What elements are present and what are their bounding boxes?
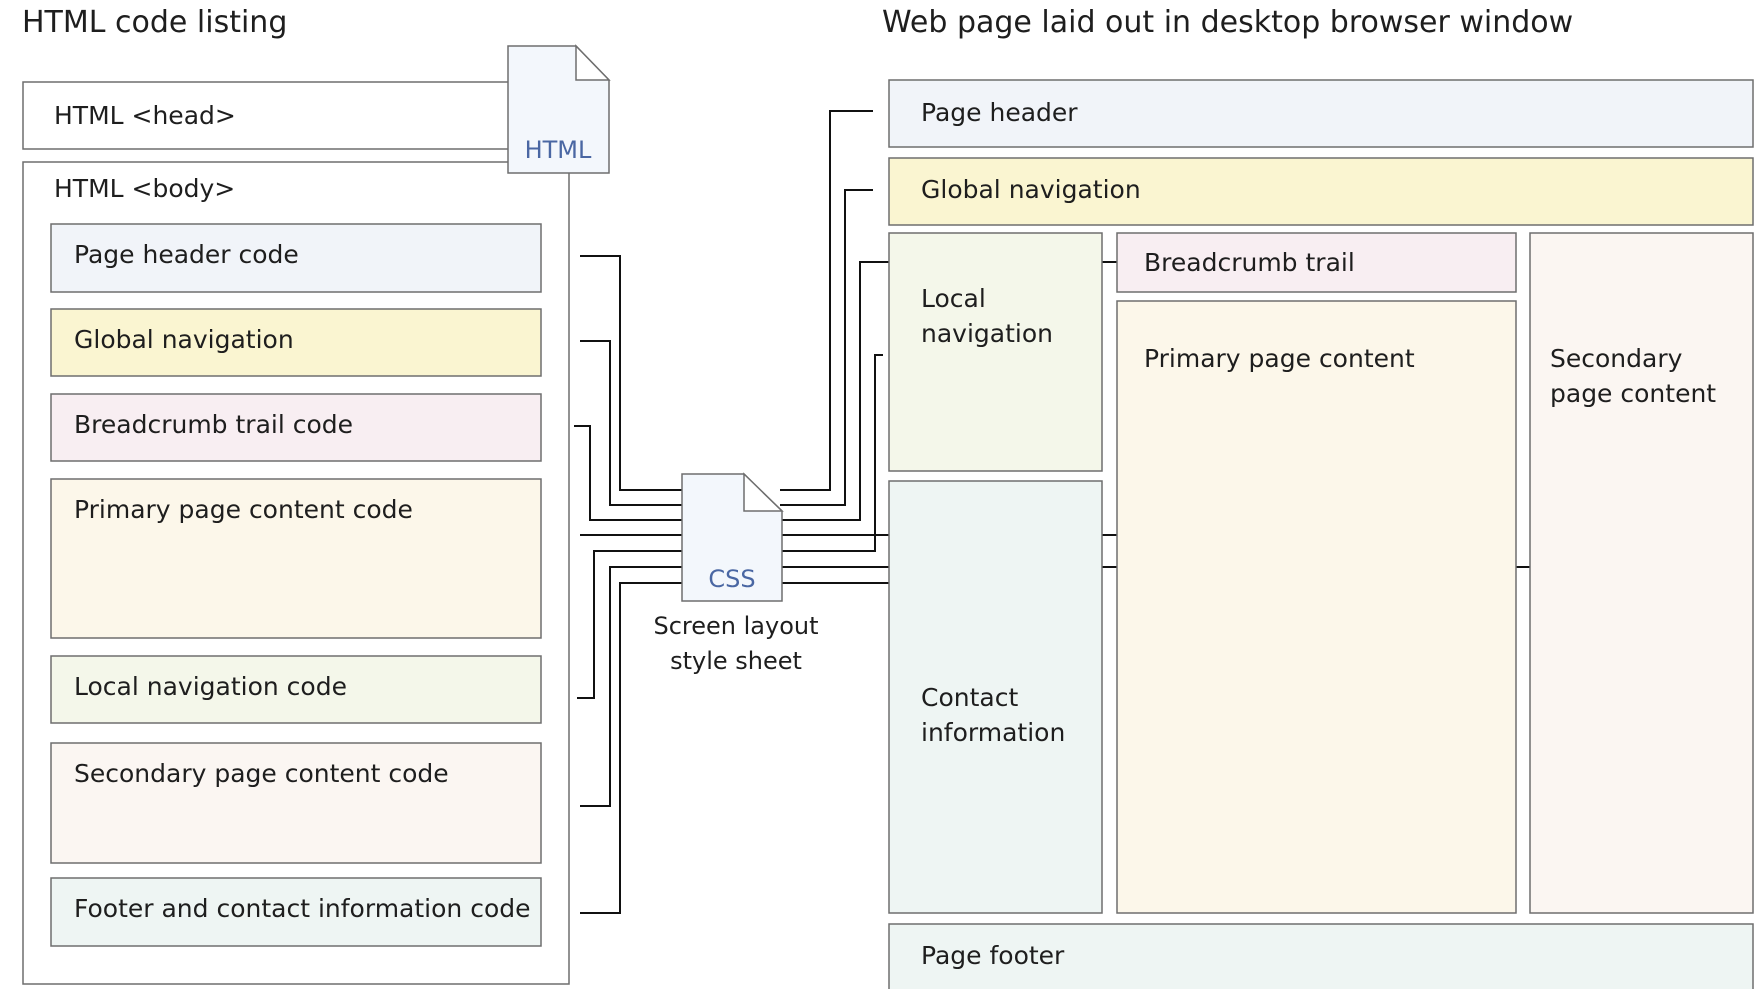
html-body-label: HTML <body> xyxy=(54,174,235,203)
browser-page-layout: Page header Global navigation Local navi… xyxy=(888,79,1754,989)
layout-local-navigation-label-2: navigation xyxy=(921,319,1053,348)
wire-secondary-code xyxy=(580,566,682,807)
wire-local-nav-code xyxy=(577,550,682,699)
wire-to-local-nav xyxy=(780,354,883,552)
html-icon-label: HTML xyxy=(525,136,592,164)
layout-breadcrumb-trail xyxy=(1116,232,1517,293)
layout-local-navigation-label-1: Local xyxy=(921,284,986,313)
page-header-code-label: Page header code xyxy=(74,240,299,269)
wire-header-code xyxy=(580,255,682,491)
layout-contact-label-2: information xyxy=(921,718,1065,747)
layout-global-navigation-label: Global navigation xyxy=(921,175,1141,204)
secondary-content-code-block xyxy=(50,742,542,864)
breadcrumb-code-block xyxy=(50,393,542,462)
page-header-code-block xyxy=(50,223,542,293)
right-title: Web page laid out in desktop browser win… xyxy=(882,5,1573,40)
layout-secondary-content-label-2: page content xyxy=(1550,379,1716,408)
layout-page-header-label: Page header xyxy=(921,98,1078,127)
layout-secondary-content-label-1: Secondary xyxy=(1550,344,1683,373)
breadcrumb-code-label: Breadcrumb trail code xyxy=(74,410,353,439)
layout-page-footer xyxy=(888,923,1754,989)
wire-breadcrumb-code xyxy=(574,425,682,521)
layout-local-navigation xyxy=(888,232,1103,472)
layout-primary-content xyxy=(1116,300,1517,914)
primary-content-code-label: Primary page content code xyxy=(74,495,413,524)
wire-to-global-nav xyxy=(780,189,873,506)
layout-contact-information xyxy=(888,480,1103,914)
local-navigation-code-label: Local navigation code xyxy=(74,672,347,701)
left-title: HTML code listing xyxy=(22,5,287,40)
layout-page-footer-label: Page footer xyxy=(921,941,1065,970)
secondary-content-code-label: Secondary page content code xyxy=(74,759,449,788)
layout-secondary-content xyxy=(1529,232,1754,914)
stylesheet-caption-line2: style sheet xyxy=(670,647,802,675)
layout-page-header xyxy=(888,79,1754,148)
local-navigation-code-block xyxy=(50,655,542,724)
global-navigation-code-label: Global navigation xyxy=(74,325,294,354)
wire-to-page-header xyxy=(780,110,873,491)
wire-global-nav-code xyxy=(580,340,682,506)
footer-code-block xyxy=(50,877,542,947)
css-file-icon: CSS xyxy=(681,472,784,602)
html-head-label: HTML <head> xyxy=(54,101,236,130)
layout-contact-label-1: Contact xyxy=(921,683,1018,712)
html-head-box xyxy=(22,81,572,150)
layout-global-navigation xyxy=(888,157,1754,226)
html-code-listing: HTML <head> HTML <body> Page header code… xyxy=(22,44,611,985)
primary-content-code-block xyxy=(50,478,542,639)
footer-code-label: Footer and contact information code xyxy=(74,894,531,923)
layout-breadcrumb-label: Breadcrumb trail xyxy=(1144,248,1355,277)
global-navigation-code-block xyxy=(50,308,542,377)
wire-footer-code xyxy=(580,582,682,914)
css-icon-label: CSS xyxy=(708,565,755,593)
layout-primary-content-label: Primary page content xyxy=(1144,344,1415,373)
stylesheet-caption-line1: Screen layout xyxy=(653,612,818,640)
html-file-icon: HTML xyxy=(507,44,611,174)
